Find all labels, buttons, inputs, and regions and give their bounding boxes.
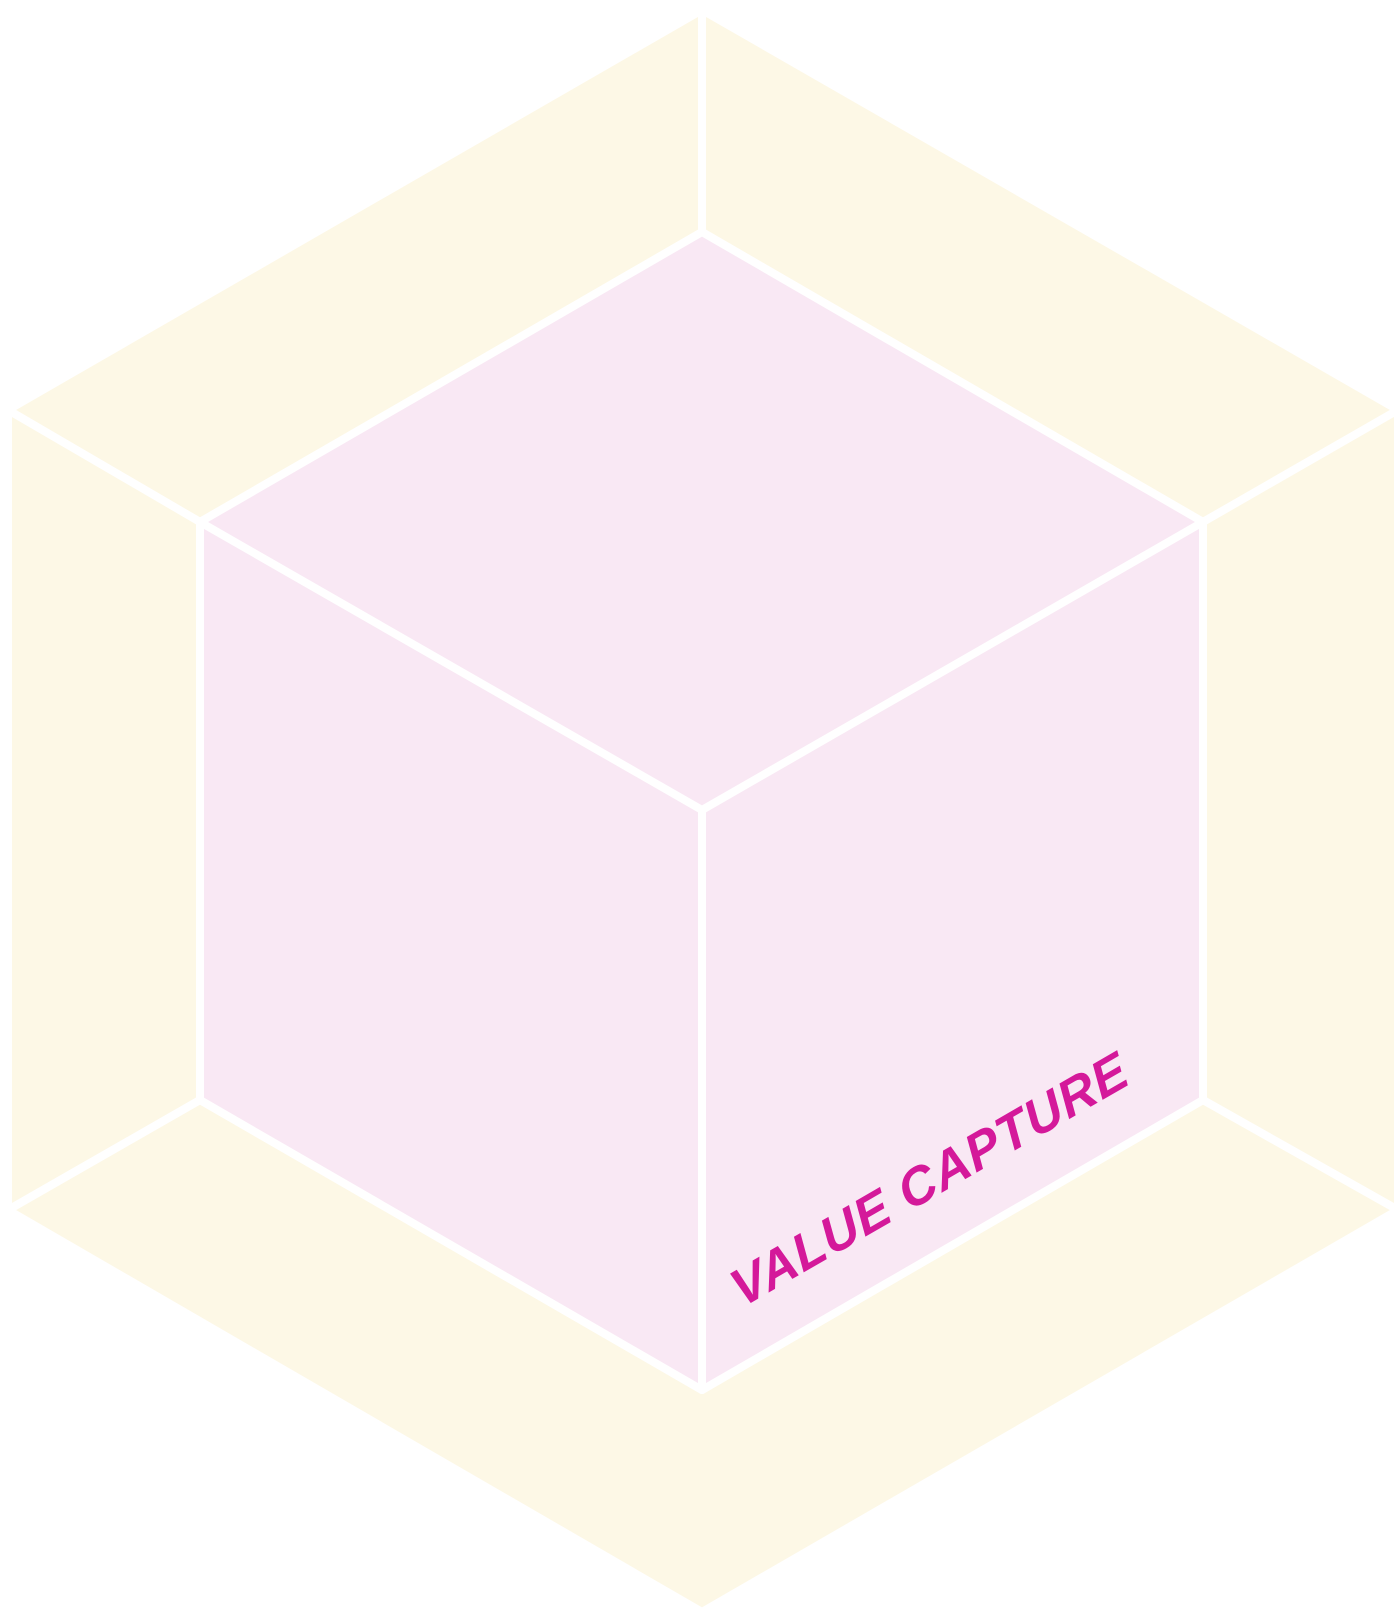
edge-top-left <box>196 228 706 526</box>
edge-bottom-right <box>698 1096 1207 1394</box>
edge-top-right <box>698 228 1207 526</box>
outer-face-left <box>4 406 204 1214</box>
edge-bottom-left <box>196 1096 706 1394</box>
outer-frame <box>4 6 1400 1615</box>
cube-edges <box>4 6 1400 1394</box>
edge-corner-bottom-right <box>1199 1096 1400 1214</box>
edge-mid-right <box>698 518 1207 814</box>
outer-face-right <box>1199 406 1400 1214</box>
edge-corner-bottom-left <box>4 1096 204 1214</box>
edge-mid-left <box>196 518 706 814</box>
